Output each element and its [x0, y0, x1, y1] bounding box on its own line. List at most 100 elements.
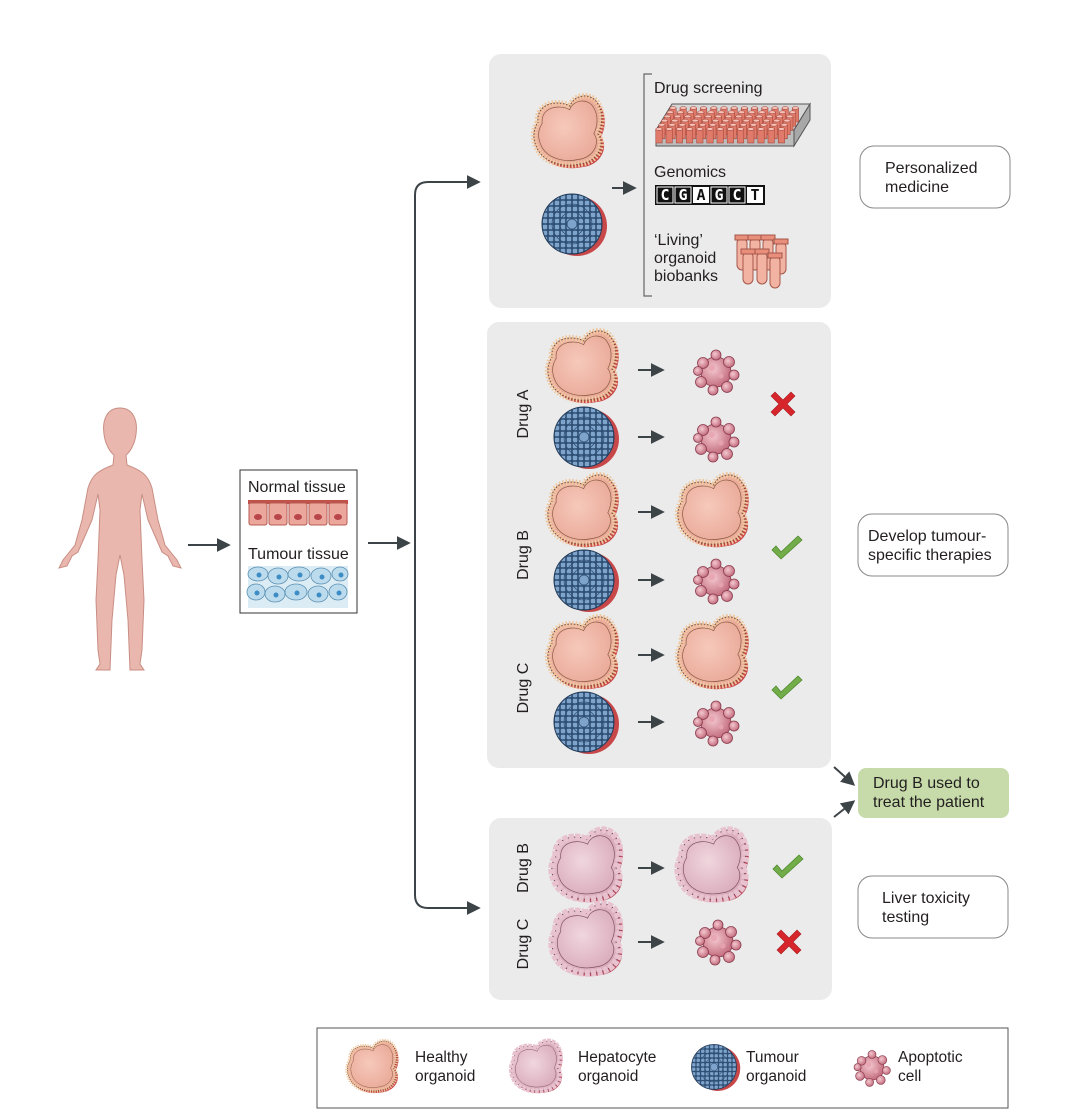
well-top: [738, 110, 746, 114]
well-top: [747, 127, 755, 131]
liver-toxicity-box: Liver toxicity testing: [857, 875, 1009, 939]
well-top: [712, 118, 720, 123]
bottom-panel: Drug B Drug C: [489, 818, 832, 1000]
personalized-line2: medicine: [885, 179, 949, 196]
well-top: [655, 127, 663, 131]
well: [675, 128, 683, 144]
well-top: [668, 123, 676, 127]
well-top: [740, 106, 748, 110]
well-top: [742, 118, 750, 123]
top-panel: Drug screening Genomics C G A G C T ‘Liv…: [489, 54, 831, 308]
healthy-organoid-icon: [534, 96, 605, 168]
normal-tissue-label: Normal tissue: [248, 479, 346, 496]
legend-hepatocyte-organoid-icon: [511, 1041, 562, 1093]
biobanks-label-line1: ‘Living’: [654, 232, 703, 249]
treat-patient-box: Drug B used to treat the patient: [858, 768, 1009, 818]
well-top: [681, 118, 689, 123]
drug-a-label: Drug A: [515, 389, 532, 438]
well-top: [729, 123, 737, 127]
tumour-therapies-line2: specific therapies: [868, 547, 992, 564]
well-top: [686, 127, 694, 131]
well-top: [758, 110, 766, 114]
well-top: [696, 127, 704, 131]
tissue-box: Normal tissue Tumour tissue: [239, 469, 358, 614]
well-top: [780, 123, 788, 127]
well-top: [665, 127, 673, 131]
well-top: [735, 114, 743, 119]
legend-hepatocyte-line2: organoid: [578, 1068, 638, 1085]
drug-b-label: Drug B: [515, 530, 532, 580]
well-top: [674, 114, 682, 119]
tumour-therapies-box: Develop tumour- specific therapies: [857, 513, 1009, 577]
well-top: [773, 118, 781, 123]
healthy-organoid-icon: [548, 617, 619, 689]
well: [716, 128, 724, 144]
well-top: [688, 123, 696, 127]
well-plate-icon: [655, 102, 811, 148]
hepatocyte-organoid-icon: [552, 904, 623, 976]
well-top: [791, 106, 799, 110]
well: [665, 128, 673, 144]
drug-screening-label: Drug screening: [654, 80, 763, 97]
well-top: [679, 106, 687, 110]
tumour-therapies-line1: Develop tumour-: [868, 528, 986, 545]
tumour-tissue-label: Tumour tissue: [248, 546, 349, 563]
bracket: [643, 73, 652, 297]
arrow-to-treat-from-bottom: [833, 800, 856, 818]
healthy-organoid-icon: [678, 475, 749, 547]
well-top: [777, 127, 785, 131]
well: [747, 128, 755, 144]
well-top: [771, 106, 779, 110]
genomics-letter: C: [732, 186, 741, 204]
well-top: [714, 114, 722, 119]
biobanks-label-line2: organoid: [654, 250, 716, 267]
well-top: [726, 127, 734, 131]
well: [696, 128, 704, 144]
genomics-label: Genomics: [654, 164, 726, 181]
human-body-icon: [58, 407, 182, 671]
well-top: [717, 110, 725, 114]
arrow-to-treat-from-middle: [833, 766, 856, 786]
healthy-organoid-icon: [548, 475, 619, 547]
well-top: [701, 118, 709, 123]
well-top: [750, 123, 758, 127]
legend: Healthy organoid Hepatocyte organoid Tum…: [316, 1027, 1009, 1109]
well-top: [748, 110, 756, 114]
well-top: [676, 110, 684, 114]
treat-line1: Drug B used to: [873, 775, 980, 792]
middle-panel: Drug A Drug B Drug C: [487, 322, 831, 768]
well-top: [719, 123, 727, 127]
personalized-line1: Personalized: [885, 160, 978, 177]
well-top: [663, 114, 671, 119]
well-top: [767, 127, 775, 131]
well-top: [751, 106, 759, 110]
well-top: [776, 114, 784, 119]
well-top: [783, 118, 791, 123]
well-top: [671, 118, 679, 123]
well: [737, 128, 745, 144]
genomics-sequence: C G A G C T: [655, 185, 765, 205]
personalized-medicine-box: Personalized medicine: [859, 145, 1011, 209]
drug-c-label: Drug C: [515, 663, 532, 714]
well: [726, 128, 734, 144]
well-top: [761, 106, 769, 110]
well-top: [725, 114, 733, 119]
well-top: [727, 110, 735, 114]
biobank-tubes-icon: [734, 234, 789, 289]
well-top: [755, 114, 763, 119]
well-top: [760, 123, 768, 127]
well-top: [687, 110, 695, 114]
well-top: [781, 106, 789, 110]
well-top: [675, 127, 683, 131]
well-top: [789, 110, 797, 114]
well: [655, 128, 663, 144]
legend-tumour-line2: organoid: [746, 1068, 806, 1085]
well-top: [786, 114, 794, 119]
tumour-tissue-icon: [246, 566, 349, 608]
well-top: [694, 114, 702, 119]
legend-apoptotic-line2: cell: [898, 1068, 921, 1085]
well-top: [699, 123, 707, 127]
well: [686, 128, 694, 144]
well-top: [770, 123, 778, 127]
